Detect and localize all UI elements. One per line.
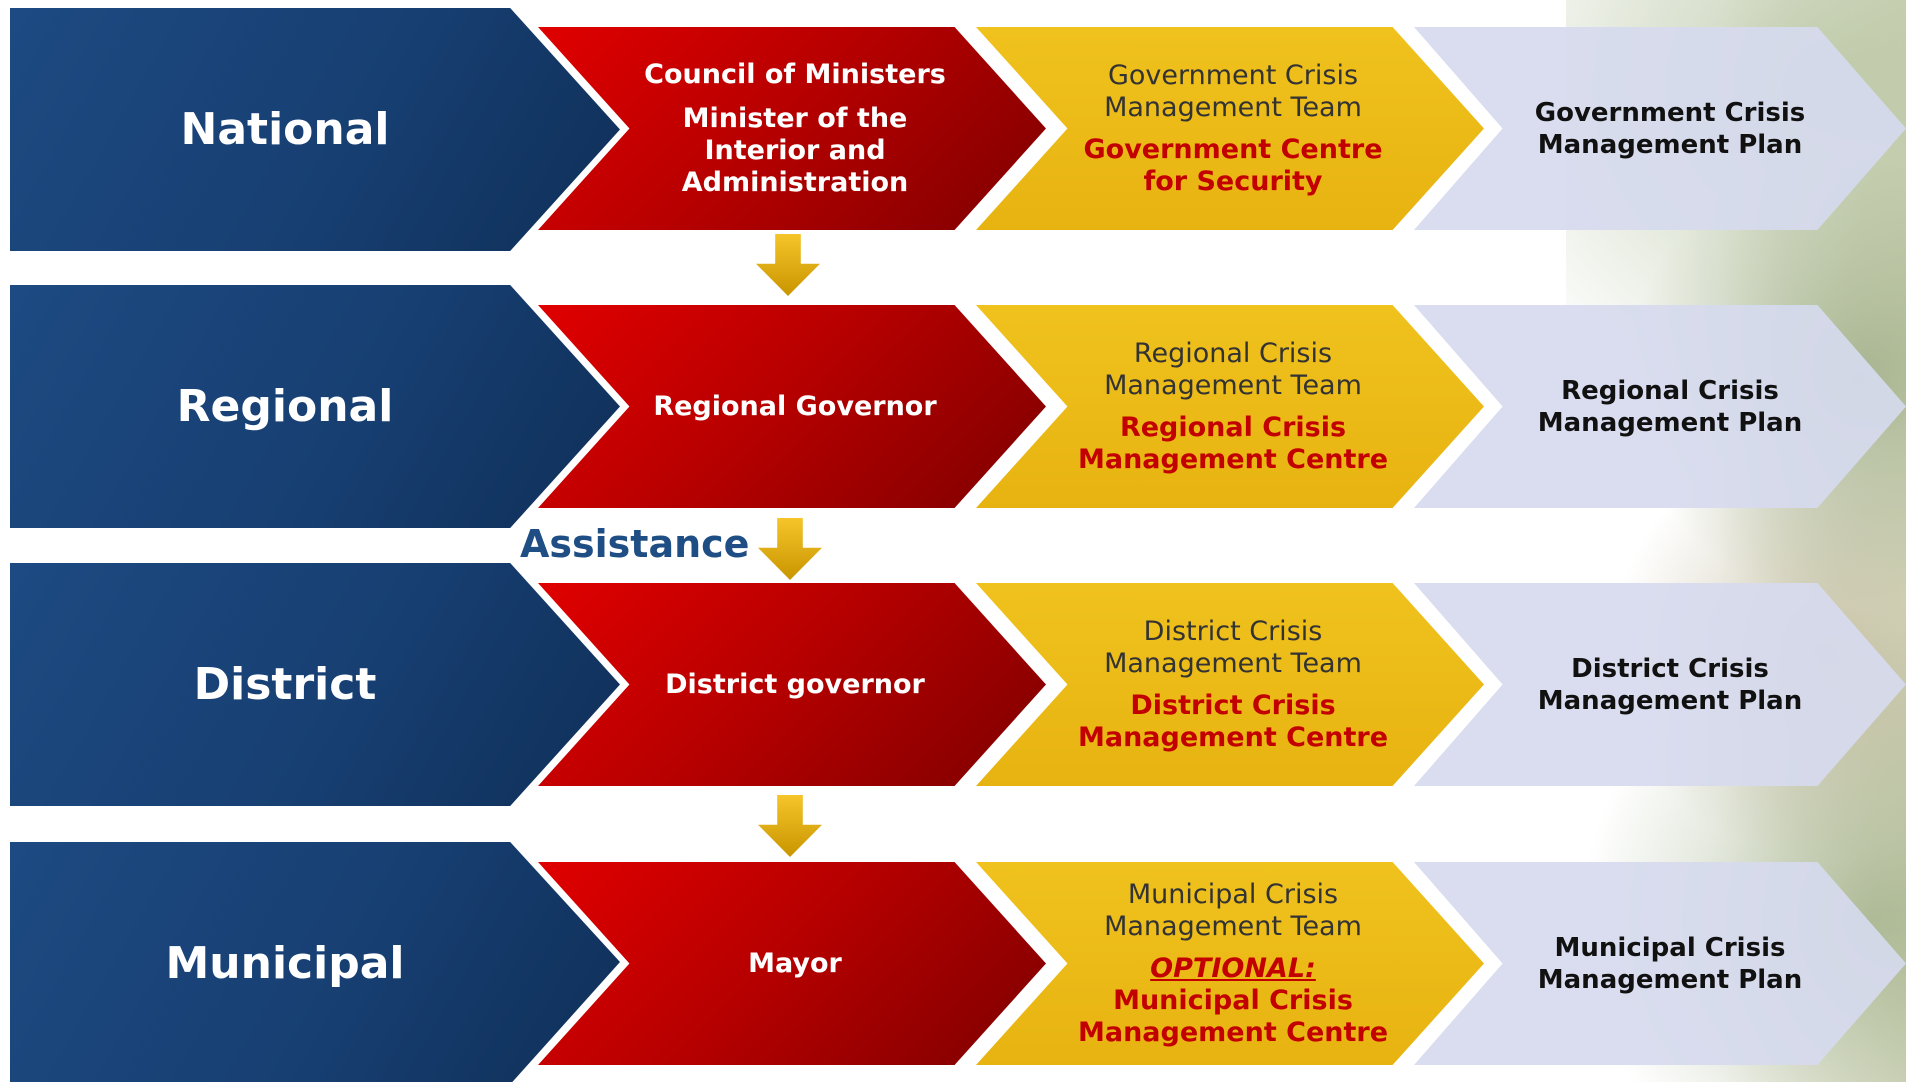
centre-line: for Security [1143, 165, 1323, 197]
authority-text-regional: Regional Governor [640, 305, 950, 508]
authority-text-municipal: Mayor [640, 862, 950, 1065]
team-line: Management Team [1104, 369, 1362, 401]
plan-text-municipal: Municipal Crisis Management Plan [1510, 862, 1830, 1065]
plan-text-regional: Regional Crisis Management Plan [1510, 305, 1830, 508]
centre-line: District Crisis [1130, 689, 1336, 721]
plan-line: Management Plan [1537, 407, 1803, 438]
centre-line: Management Centre [1077, 721, 1389, 753]
plan-line: Management Plan [1537, 129, 1803, 160]
plan-text-district: District Crisis Management Plan [1510, 583, 1830, 786]
authority-line: Council of Ministers [644, 58, 946, 90]
plan-line: District Crisis [1571, 653, 1769, 684]
team-line: Management Team [1104, 910, 1362, 942]
team-line: Government Crisis [1107, 59, 1359, 91]
level-label-district: District [193, 659, 377, 710]
team-text-municipal: Municipal Crisis Management Team OPTIONA… [1070, 862, 1396, 1065]
authority-line: Regional Governor [653, 390, 937, 422]
level-chevron-regional [10, 285, 620, 528]
plan-line: Regional Crisis [1561, 375, 1779, 406]
authority-line: Mayor [748, 947, 842, 979]
team-text-national: Government Crisis Management Team Govern… [1070, 27, 1396, 230]
team-line: Management Team [1104, 647, 1362, 679]
plan-line: Management Plan [1537, 685, 1803, 716]
centre-line: Regional Crisis [1119, 411, 1347, 443]
down-arrow-icon [756, 234, 820, 296]
authority-line: Administration [681, 166, 909, 198]
plan-line: Management Plan [1537, 964, 1803, 995]
optional-label: OPTIONAL: [1150, 952, 1316, 984]
authority-line: Minister of the [682, 102, 908, 134]
team-line: Management Team [1104, 91, 1362, 123]
centre-line: Municipal Crisis [1113, 984, 1353, 1016]
plan-text-national: Government Crisis Management Plan [1510, 27, 1830, 230]
level-chevron-municipal [10, 842, 620, 1082]
down-arrow-icon [758, 795, 822, 857]
assistance-label: Assistance [520, 522, 750, 566]
authority-line: District governor [665, 668, 925, 700]
level-label-municipal: Municipal [165, 938, 405, 989]
level-chevron-district [10, 563, 620, 806]
centre-line: Management Centre [1077, 1016, 1389, 1048]
authority-text-national: Council of Ministers Minister of the Int… [640, 27, 950, 230]
level-label-regional: Regional [176, 381, 394, 432]
authority-line: Interior and [704, 134, 886, 166]
team-line: District Crisis [1143, 615, 1323, 647]
plan-line: Government Crisis [1534, 97, 1806, 128]
level-chevron-national [10, 8, 620, 251]
team-text-district: District Crisis Management Team District… [1070, 583, 1396, 786]
authority-text-district: District governor [640, 583, 950, 786]
down-arrow-icon [758, 518, 822, 580]
team-text-regional: Regional Crisis Management Team Regional… [1070, 305, 1396, 508]
team-line: Regional Crisis [1133, 337, 1333, 369]
centre-line: Management Centre [1077, 443, 1389, 475]
plan-line: Municipal Crisis [1554, 932, 1786, 963]
centre-line: Government Centre [1083, 133, 1383, 165]
level-label-national: National [180, 104, 390, 155]
team-line: Municipal Crisis [1127, 878, 1339, 910]
